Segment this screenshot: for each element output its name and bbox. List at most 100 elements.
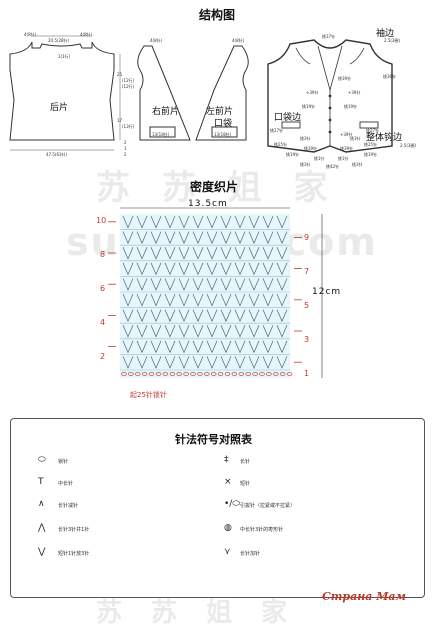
v-stitch-mark xyxy=(234,309,246,323)
left-front-piece xyxy=(195,45,249,141)
v-stitch-mark xyxy=(248,215,260,229)
pocket-edge-label: 口袋边 xyxy=(274,113,302,123)
fin-bot2: 挑3针 xyxy=(352,162,363,167)
v-stitch-mark xyxy=(136,356,148,369)
v-stitch-mark xyxy=(220,340,232,354)
fin-a1: 挑39针 xyxy=(338,76,352,81)
v-stitch-mark xyxy=(220,262,232,276)
v-stitch-mark xyxy=(220,278,232,291)
v-stitch-mark xyxy=(178,293,190,307)
v-stitch-mark xyxy=(234,356,246,369)
v-stitch-mark xyxy=(248,293,260,307)
legend-left-label-2: 长针减针 xyxy=(58,503,79,509)
v-stitch-mark xyxy=(150,356,162,369)
dc-decrease-icon: ∧ xyxy=(38,499,45,509)
starting-chain-mark xyxy=(266,372,272,376)
v-stitch-mark xyxy=(164,293,176,307)
chain-stitch-icon: ⬭ xyxy=(38,455,46,465)
dc-increase-icon: ⋎ xyxy=(224,547,231,557)
v-stitch-mark xyxy=(164,309,176,323)
v-stitch-mark xyxy=(150,340,162,354)
fin-c1: 挑27针 xyxy=(270,128,284,133)
legend-right-label-3: 中长针3针的枣形针 xyxy=(240,527,284,533)
watermark-top: 苏 苏 姐 家 xyxy=(96,168,338,208)
slip-stitch-icon: •/⬭ xyxy=(224,499,241,509)
v-stitch-mark xyxy=(206,231,218,245)
v-stitch-mark xyxy=(220,247,232,260)
v-stitch-mark xyxy=(262,262,274,276)
starting-chain-mark xyxy=(148,372,155,376)
v-stitch-mark xyxy=(122,247,134,260)
v-stitch-mark xyxy=(122,356,134,369)
v-stitch-mark xyxy=(276,325,288,338)
v-stitch-mark xyxy=(276,247,288,260)
right-front-top: 4(8针) xyxy=(150,38,163,43)
v-stitch-mark xyxy=(178,356,190,369)
v-stitch-mark xyxy=(178,325,190,338)
legend-panel: 针法符号对照表 xyxy=(10,418,425,598)
v-stitch-mark xyxy=(206,340,218,354)
v-stitch-mark xyxy=(248,247,260,260)
v-stitch-mark xyxy=(248,356,260,369)
back-side-b: (12行) xyxy=(122,84,135,89)
row-number-9: 9 xyxy=(304,233,310,242)
density-swatch-chart xyxy=(108,207,323,378)
back-small-b: 1 xyxy=(124,146,127,151)
v-stitch-mark xyxy=(136,278,148,291)
sc3inc-icon: ⋁ xyxy=(38,547,46,557)
v-stitch-mark xyxy=(178,340,190,354)
sleeve-edge-dim: 2.5(3圈) xyxy=(384,38,401,43)
v-stitch-mark xyxy=(150,262,162,276)
fin-e1: 挑25针 xyxy=(274,142,288,147)
v-stitch-mark xyxy=(234,340,246,354)
back-neck-depth: 1(1行) xyxy=(58,54,71,59)
v-stitch-mark xyxy=(192,278,204,291)
legend-left-label-1: 中长针 xyxy=(58,481,74,487)
fin-g2: 挑1针 xyxy=(338,156,349,161)
overall-edge-label: 整体钩边 xyxy=(366,133,403,143)
fin-h2: 挑19针 xyxy=(364,152,378,157)
v-stitch-mark xyxy=(178,309,190,323)
overall-edge-dim: 2.5(3圈) xyxy=(400,143,417,148)
v-stitch-mark xyxy=(262,247,274,260)
starting-chain-mark xyxy=(211,372,217,376)
v-stitch-mark xyxy=(234,262,246,276)
row-number-3: 3 xyxy=(304,335,310,344)
v-stitch-mark xyxy=(150,247,162,260)
v-stitch-mark xyxy=(136,293,148,307)
starting-chain-mark xyxy=(135,372,141,376)
start-chain-label: 起25针锁针 xyxy=(130,391,167,399)
back-bottom-dim: 47.5(63针) xyxy=(46,152,68,157)
v-stitch-mark xyxy=(164,340,176,354)
v-stitch-mark xyxy=(164,215,176,229)
v-stitch-mark xyxy=(122,231,134,245)
structure-title: 结构图 xyxy=(199,8,236,22)
row-number-8: 8 xyxy=(100,250,106,259)
back-small-a: 2 xyxy=(124,140,127,145)
v-stitch-mark xyxy=(150,278,162,291)
v-stitch-mark xyxy=(220,325,232,338)
v-stitch-mark xyxy=(234,215,246,229)
v-stitch-mark xyxy=(192,262,204,276)
back-small-c: 2 xyxy=(124,152,127,157)
left-front-top: 4(8针) xyxy=(232,38,245,43)
row-number-1: 1 xyxy=(304,369,310,378)
density-title: 密度织片 xyxy=(190,180,239,194)
v-stitch-mark xyxy=(164,231,176,245)
v-stitch-mark xyxy=(206,247,218,260)
v-stitch-mark xyxy=(122,325,134,338)
v-stitch-mark xyxy=(164,356,176,369)
fin-g1: 挑1针 xyxy=(314,156,325,161)
v-stitch-mark xyxy=(276,231,288,245)
row-number-7: 7 xyxy=(304,267,310,276)
legend-left-label-3: 长针3针并1针 xyxy=(58,527,90,533)
v-stitch-mark xyxy=(276,309,288,323)
v-stitch-mark xyxy=(178,262,190,276)
v-stitch-mark xyxy=(276,278,288,291)
v-stitch-mark xyxy=(178,215,190,229)
v-stitch-mark xyxy=(220,309,232,323)
back-side-d: (13行) xyxy=(122,124,135,129)
v-stitch-mark xyxy=(150,231,162,245)
v-stitch-mark xyxy=(276,262,288,276)
fin-h1: 挑19针 xyxy=(286,152,300,157)
